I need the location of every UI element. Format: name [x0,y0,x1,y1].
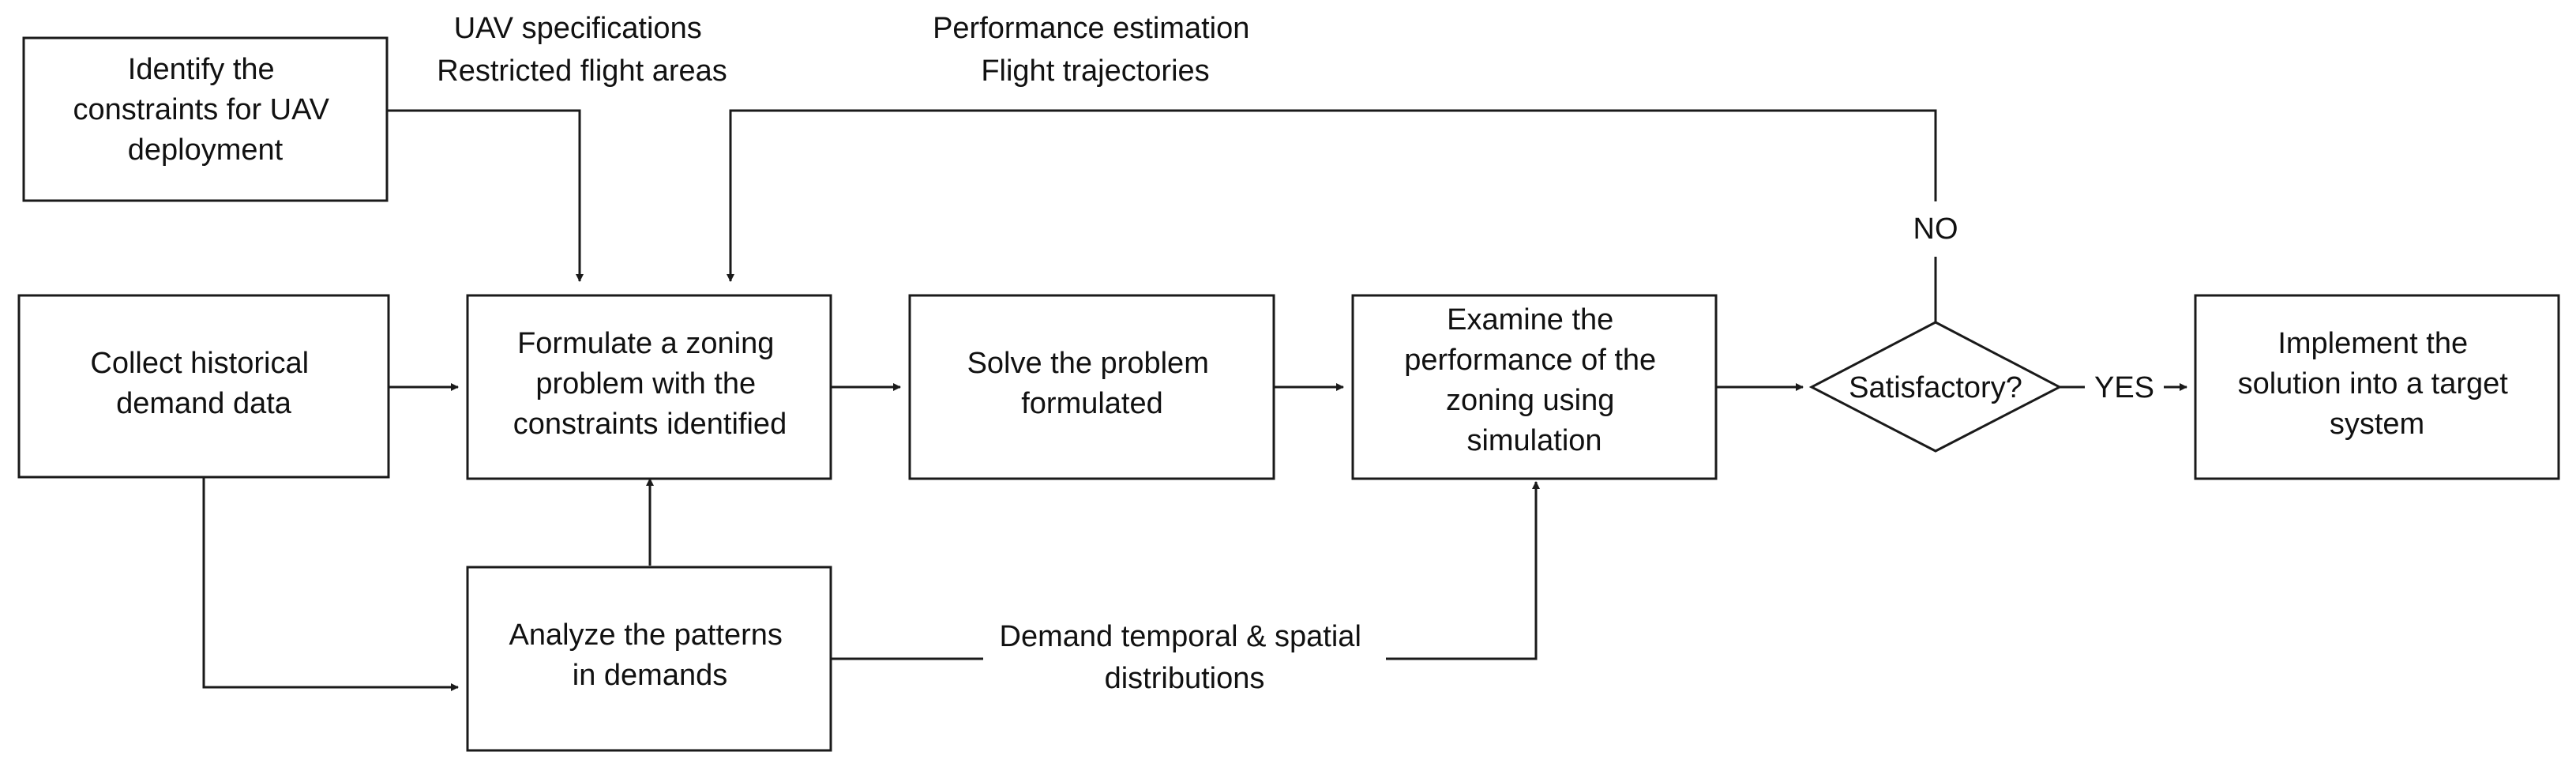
edge-analyze-to-examine [831,482,1536,660]
box-examine [1351,294,1718,480]
text-implement: Implement the solution into a target sys… [2238,327,2517,441]
diamond-satisfactory [1808,321,2063,453]
box-solve [908,294,1275,480]
text-identify-constraints: Identify the constraints for UAV deploym… [73,53,337,167]
box-analyze [466,566,832,752]
box-implement [2194,294,2560,480]
box-identify-constraints [22,36,389,202]
label-demand-info: Demand temporal & spatial distributions [1000,620,1370,695]
label-feedback-info: Performance estimation Flight trajectori… [933,12,1258,88]
edge-collect-to-analyze [202,477,459,691]
label-yes: YES [2094,371,2154,404]
edge-constraints-to-formulate [387,109,584,282]
box-formulate [466,294,832,480]
label-constraints-info: UAV specifications Restricted flight are… [437,12,727,88]
text-collect-data: Collect historical demand data [90,347,317,420]
text-formulate: Formulate a zoning problem with the cons… [513,327,787,441]
box-collect-data [17,294,390,479]
text-examine: Examine the performance of the zoning us… [1404,303,1665,457]
text-satisfactory: Satisfactory? [1849,371,2022,404]
text-solve: Solve the problem formulated [967,347,1218,420]
connectors [202,109,2187,691]
edge-decision-no-feedback [730,109,1937,322]
label-no: NO [1913,212,1958,246]
text-analyze: Analyze the patterns in demands [509,618,791,692]
